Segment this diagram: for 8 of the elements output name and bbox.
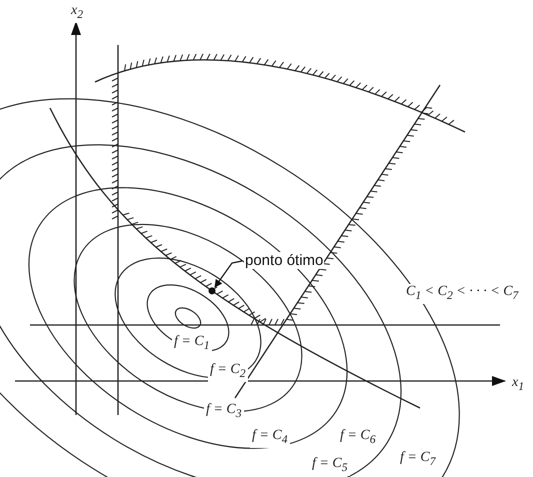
contour-label: f = C$_{4}$ xyxy=(250,428,290,448)
leader-arrow xyxy=(214,260,242,288)
contour-label: f = C$_{1}$ xyxy=(172,334,212,354)
optimum-point xyxy=(208,287,216,294)
contour-label: f = C$_{5}$ xyxy=(310,456,350,476)
inequality-label: C$_{1}$ < C$_{2}$ < · · · < C$_{7}$ xyxy=(404,284,520,304)
contour-label: f = C$_{2}$ xyxy=(208,362,248,382)
callout-text: ponto ótimo xyxy=(244,252,324,269)
